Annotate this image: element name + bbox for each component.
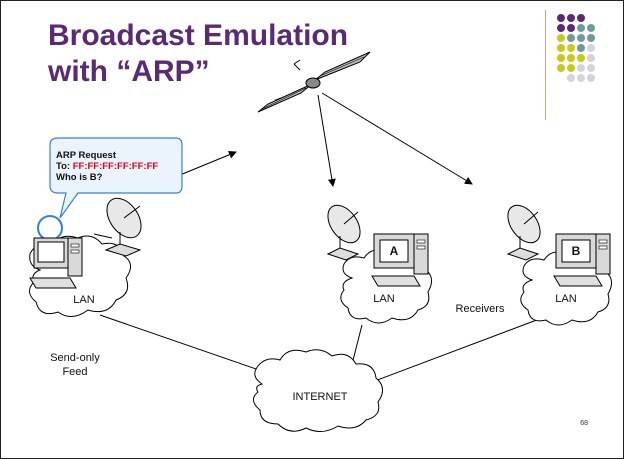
lan-left-label: LAN — [73, 294, 95, 306]
host-a-label: A — [389, 244, 399, 258]
decor-dot — [587, 54, 595, 62]
title-line-2: with “ARP” — [48, 55, 210, 88]
decor-dot — [567, 54, 575, 62]
decor-dot — [577, 44, 585, 52]
send-only-feed-label: Send-only Feed — [40, 351, 110, 379]
highlight-circle — [37, 215, 63, 241]
arp-request-title: ARP Request — [56, 150, 117, 161]
decor-dot — [587, 34, 595, 42]
arp-request-text: ARP Request To: FF:FF:FF:FF:FF:FF Who is… — [56, 150, 158, 183]
satellite-dish-icon — [506, 204, 541, 261]
decor-dot — [577, 14, 585, 22]
decor-dot — [557, 14, 565, 22]
lan-right-label: LAN — [555, 293, 577, 305]
satellite-dish-icon — [326, 204, 361, 261]
slide-title: Broadcast Emulation with “ARP” — [48, 18, 348, 90]
link-right-lan-internet — [371, 314, 551, 383]
decor-dot — [577, 24, 585, 32]
decor-divider — [545, 10, 546, 120]
decor-dot — [567, 34, 575, 42]
decor-dot — [587, 24, 595, 32]
host-b-label: B — [571, 244, 581, 258]
decor-dot — [587, 44, 595, 52]
decor-dot — [557, 64, 565, 72]
downlink-arrow-b — [321, 92, 473, 185]
decor-dot — [567, 24, 575, 32]
arp-request-to-label: To: — [56, 161, 73, 172]
computer-icon — [553, 233, 611, 287]
decor-dot — [557, 24, 565, 32]
title-line-1: Broadcast Emulation — [48, 19, 349, 52]
decor-dot — [567, 74, 575, 82]
downlink-arrow-a — [317, 94, 336, 187]
decor-dot — [577, 74, 585, 82]
decor-dot — [557, 54, 565, 62]
link-left-lan-internet — [99, 314, 283, 379]
send-only-line: Send-only — [50, 352, 100, 364]
feed-line: Feed — [62, 366, 88, 378]
decor-dot — [577, 64, 585, 72]
satellite-dish-icon — [93, 197, 142, 257]
internet-label: INTERNET — [292, 391, 348, 403]
lan-middle-label: LAN — [373, 293, 395, 305]
decor-dot — [567, 44, 575, 52]
computer-icon — [29, 237, 83, 289]
decor-dot — [587, 64, 595, 72]
decor-dot — [577, 34, 585, 42]
decor-dot — [567, 64, 575, 72]
page-number: 68 — [580, 420, 588, 427]
lan-cloud-right — [520, 251, 612, 326]
satellite-icon — [257, 51, 371, 113]
decor-dot — [557, 34, 565, 42]
arp-request-question: Who is B? — [56, 172, 103, 183]
uplink-arrow — [179, 150, 237, 176]
broadcast-mac-address: FF:FF:FF:FF:FF:FF — [72, 161, 159, 172]
decor-dot — [557, 44, 565, 52]
internet-cloud — [253, 349, 383, 432]
arp-speech-bubble — [49, 137, 183, 219]
computer-icon — [371, 233, 429, 287]
decor-dot — [577, 54, 585, 62]
decor-dot — [587, 74, 595, 82]
arp-request-target: To: FF:FF:FF:FF:FF:FF — [56, 161, 158, 172]
decor-dot — [567, 14, 575, 22]
receivers-label: Receivers — [455, 303, 505, 315]
